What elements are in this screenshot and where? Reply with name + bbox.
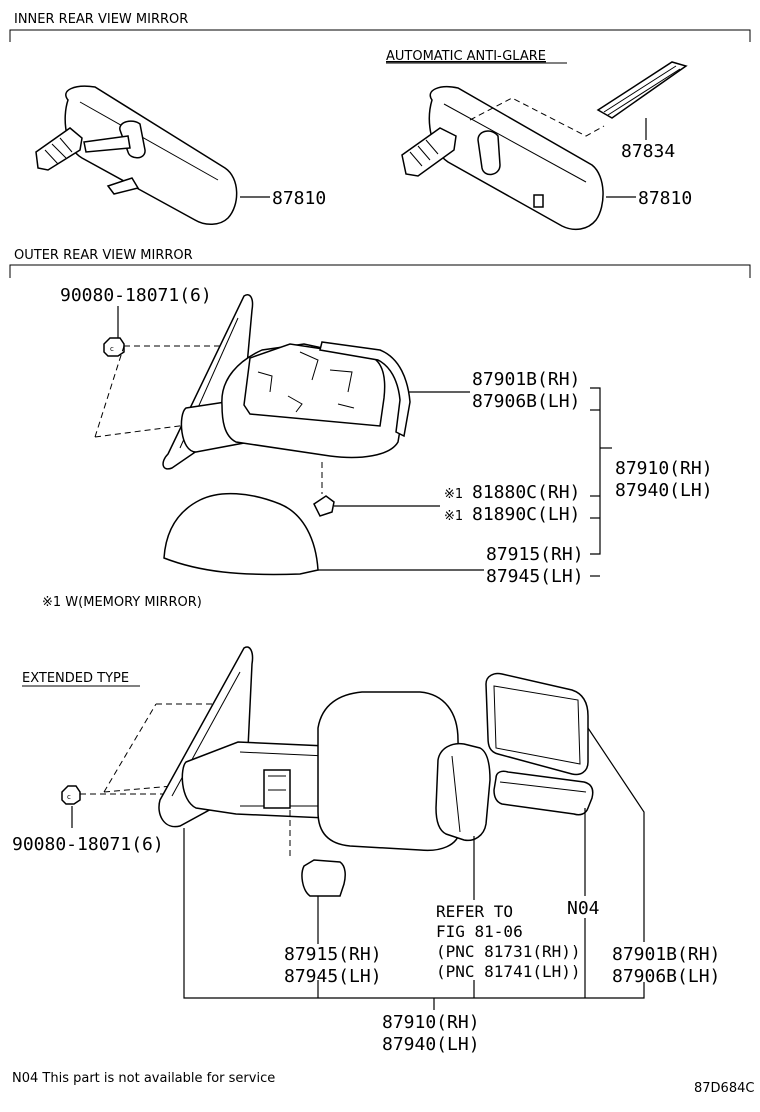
- part-ext-assy-rh: 87910(RH): [382, 1012, 480, 1033]
- part-87834: 87834: [621, 141, 675, 162]
- dashed-screw-link-outer: [94, 345, 240, 438]
- part-outer-lamp-rh: 81880C(RH): [472, 482, 580, 503]
- refer-line-4: (PNC 81741(LH)): [436, 962, 581, 981]
- refer-line-3: (PNC 81731(RH)): [436, 942, 581, 961]
- mark-lamp-lh: ※1: [444, 509, 463, 524]
- label-auto-anti-glare: AUTOMATIC ANTI-GLARE: [386, 49, 546, 64]
- inner-mirror-right-illustration: [401, 61, 688, 231]
- screw-icon: c: [61, 785, 81, 805]
- bracket-ext-assy: [183, 828, 645, 999]
- label-n04: N04: [567, 898, 600, 919]
- part-87810-left: 87810: [272, 188, 326, 209]
- footer-note: N04 This part is not available for servi…: [12, 1071, 275, 1086]
- section-bracket-outer: [9, 264, 751, 278]
- part-outer-cover-rh: 87915(RH): [486, 544, 584, 565]
- refer-line-1: REFER TO: [436, 902, 513, 921]
- outer-mirror-illustration: [162, 294, 411, 576]
- mark-lamp-rh: ※1: [444, 487, 463, 502]
- section-bracket-inner: [9, 29, 751, 42]
- part-ext-screw: 90080-18071(6): [12, 834, 164, 855]
- extended-mirror-illustration: [158, 646, 594, 897]
- part-outer-lamp-lh: 81890C(LH): [472, 504, 580, 525]
- leader-ext-glass: [587, 727, 645, 942]
- part-ext-cover-rh: 87915(RH): [284, 944, 382, 965]
- section-title-inner: INNER REAR VIEW MIRROR: [14, 12, 188, 27]
- refer-line-2: FIG 81-06: [436, 922, 523, 941]
- part-outer-assy-lh: 87940(LH): [615, 480, 713, 501]
- part-ext-cover-lh: 87945(LH): [284, 966, 382, 987]
- part-ext-glass-rh: 87901B(RH): [612, 944, 720, 965]
- svg-text:c: c: [110, 345, 114, 353]
- bracket-outer-assy: [590, 387, 601, 555]
- part-outer-glass-lh: 87906B(LH): [472, 391, 580, 412]
- section-title-outer: OUTER REAR VIEW MIRROR: [14, 248, 193, 263]
- part-outer-assy-rh: 87910(RH): [615, 458, 713, 479]
- part-87810-right: 87810: [638, 188, 692, 209]
- diagram-code: 87D684C: [694, 1081, 754, 1096]
- part-ext-glass-lh: 87906B(LH): [612, 966, 720, 987]
- label-extended-type: EXTENDED TYPE: [22, 671, 129, 686]
- svg-text:c: c: [67, 793, 71, 801]
- screw-icon: c: [103, 337, 125, 357]
- dashed-link-87834: [469, 97, 605, 137]
- footnote-memory-mirror: ※1 W(MEMORY MIRROR): [42, 595, 202, 610]
- part-outer-screw: 90080-18071(6): [60, 285, 212, 306]
- part-outer-cover-lh: 87945(LH): [486, 566, 584, 587]
- part-outer-glass-rh: 87901B(RH): [472, 369, 580, 390]
- part-ext-assy-lh: 87940(LH): [382, 1034, 480, 1055]
- inner-mirror-left-illustration: [35, 85, 238, 225]
